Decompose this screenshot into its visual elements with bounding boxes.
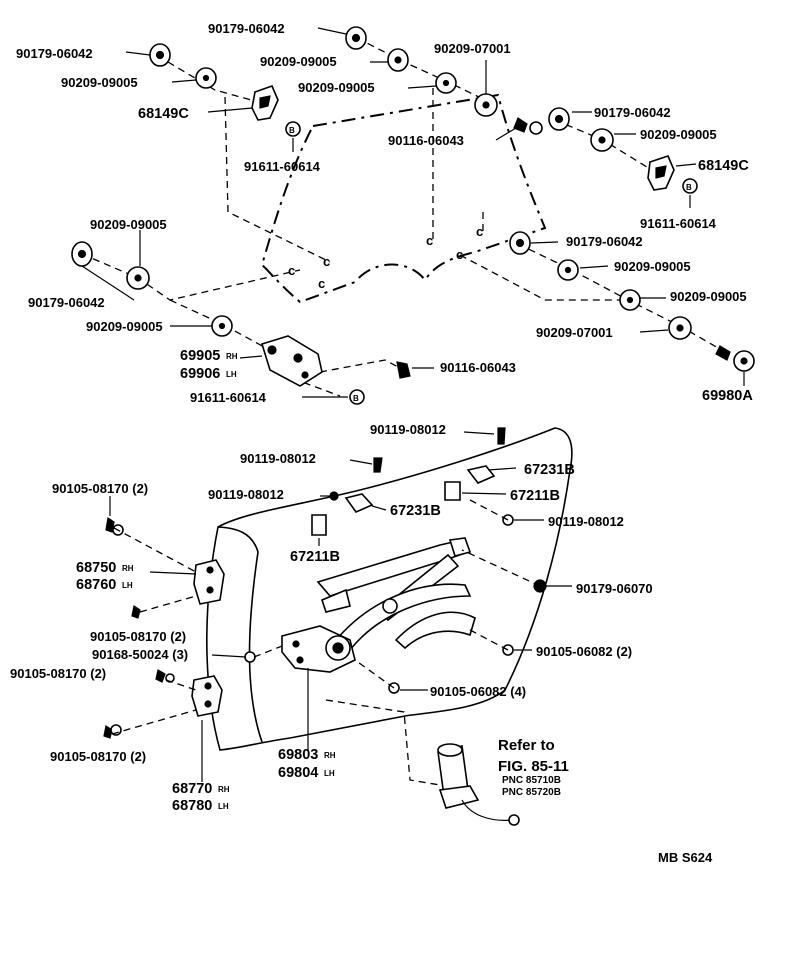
svg-text:c: c (323, 254, 330, 269)
door-hinges (191, 559, 225, 717)
svg-text:B: B (353, 394, 359, 403)
label-90209-09005-left: 90209-09005 (61, 75, 138, 90)
bottom-labels: 90119-08012 90119-08012 90105-08170 (2) … (10, 422, 713, 865)
label-91611-60614-left: 91611-60614 (244, 159, 321, 174)
label-90105-08170-c: 90105-08170 (2) (10, 666, 106, 681)
label-90119-08012-d: 90119-08012 (548, 514, 624, 529)
svg-text:c: c (288, 263, 295, 278)
label-fig-85-11: FIG. 85-11 (498, 758, 569, 775)
label-90105-08170-d: 90105-08170 (2) (50, 749, 146, 764)
top-guide-lines (81, 37, 726, 397)
label-90179-06042-right-b: 90179-06042 (566, 234, 643, 249)
label-90179-06070: 90179-06070 (576, 581, 653, 596)
label-rh-a: RH (226, 352, 238, 361)
label-90209-07001-right: 90209-07001 (536, 325, 613, 340)
label-90105-06082-b: 90105-06082 (4) (430, 684, 526, 699)
label-lh-a: LH (226, 370, 237, 379)
label-91611-60614-right: 91611-60614 (640, 216, 717, 231)
label-68780: 68780 (172, 798, 212, 814)
label-90209-09005-right: 90209-09005 (640, 127, 717, 142)
svg-text:B: B (686, 183, 692, 192)
label-90209-09005-top: 90209-09005 (260, 54, 337, 69)
label-69803: 69803 (278, 747, 318, 763)
label-90179-06042-left: 90179-06042 (16, 46, 93, 61)
label-90209-09005-right-b: 90209-09005 (614, 259, 691, 274)
label-90209-09005-b: 90209-09005 (298, 80, 375, 95)
label-90209-07001-top: 90209-07001 (434, 41, 511, 56)
svg-text:c: c (456, 247, 463, 262)
label-lh-c: LH (324, 769, 335, 778)
label-90116-06043-center: 90116-06043 (388, 133, 464, 148)
top-leaders (81, 27, 745, 398)
label-90105-06082-a: 90105-06082 (2) (536, 644, 632, 659)
svg-text:B: B (289, 126, 295, 135)
label-90119-08012-a: 90119-08012 (370, 422, 446, 437)
label-68750: 68750 (76, 560, 116, 576)
label-68149c-left: 68149C (138, 106, 189, 122)
label-lh-b: LH (122, 581, 133, 590)
label-69905: 69905 (180, 348, 220, 364)
label-67211b-a: 67211B (510, 488, 560, 504)
label-90209-09005-right-c: 90209-09005 (670, 289, 747, 304)
label-lh-d: LH (218, 802, 229, 811)
label-90119-08012-c: 90119-08012 (208, 487, 284, 502)
footer-code: MB S624 (658, 850, 713, 865)
label-90105-08170-a: 90105-08170 (2) (52, 481, 148, 496)
label-90168-50024: 90168-50024 (3) (92, 647, 188, 662)
label-pnc-85710b: PNC 85710B (502, 775, 561, 786)
label-67231b-a: 67231B (524, 462, 575, 478)
top-parts: B B B (71, 26, 755, 405)
svg-text:c: c (426, 233, 433, 248)
label-68760: 68760 (76, 577, 116, 593)
label-67231b-b: 67231B (390, 503, 441, 519)
label-pnc-85720b: PNC 85720B (502, 787, 561, 798)
label-90116-06043-right: 90116-06043 (440, 360, 516, 375)
label-rh-d: RH (218, 785, 230, 794)
label-90209-09005-left-c: 90209-09005 (86, 319, 163, 334)
label-68149c-right: 68149C (698, 158, 749, 174)
label-90209-09005-left-b: 90209-09005 (90, 217, 167, 232)
label-90119-08012-b: 90119-08012 (240, 451, 316, 466)
regulator-motor (437, 743, 520, 826)
label-90179-06042-top: 90179-06042 (208, 21, 285, 36)
window-regulator (281, 465, 496, 673)
label-90105-08170-b: 90105-08170 (2) (90, 629, 186, 644)
door-panel (206, 427, 573, 751)
label-69980a: 69980A (702, 388, 753, 404)
label-90179-06042-left-b: 90179-06042 (28, 295, 105, 310)
bottom-leaders (109, 431, 572, 782)
label-68770: 68770 (172, 781, 212, 797)
label-67211b-b: 67211B (290, 549, 340, 565)
door-glass (260, 93, 547, 304)
top-labels: 90179-06042 90179-06042 90209-09005 9020… (16, 21, 753, 405)
label-69906: 69906 (180, 366, 220, 382)
label-69804: 69804 (278, 765, 318, 781)
svg-text:c: c (318, 276, 325, 291)
label-refer-to: Refer to (498, 737, 555, 754)
label-90179-06042-right: 90179-06042 (594, 105, 671, 120)
label-rh-c: RH (324, 751, 336, 760)
glass-clip-marks: c c c c c c (288, 224, 483, 291)
label-91611-60614-bottom: 91611-60614 (190, 390, 267, 405)
svg-text:c: c (476, 224, 483, 239)
bottom-guide-lines (111, 499, 541, 786)
label-rh-b: RH (122, 564, 134, 573)
